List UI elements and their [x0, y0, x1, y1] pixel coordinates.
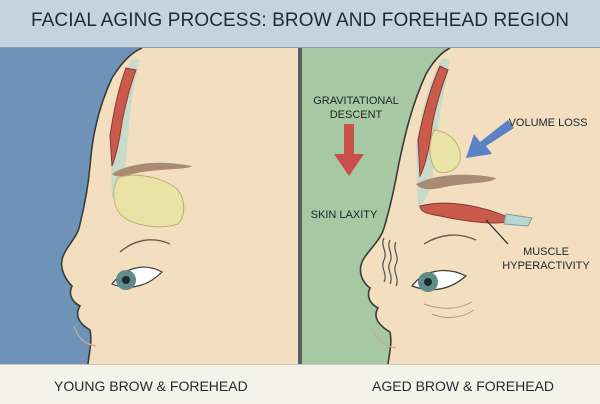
young-fat-pad	[113, 174, 185, 228]
muscle-pointer-line	[485, 219, 509, 245]
aged-nose-line	[371, 327, 397, 349]
skin-laxity-label: SKIN LAXITY	[310, 209, 378, 221]
aged-eyelid-crease	[423, 234, 477, 245]
aged-wrinkle-2	[431, 309, 475, 318]
panels	[0, 48, 600, 364]
aged-frontalis-muscle	[417, 65, 449, 178]
aged-muscle-hyperactivity	[419, 202, 516, 224]
young-caption: YOUNG BROW & FOREHEAD	[54, 378, 248, 394]
young-eyelid-crease	[119, 239, 171, 253]
aged-caption: AGED BROW & FOREHEAD	[372, 378, 555, 394]
caption-bar	[0, 364, 600, 404]
young-face-panel	[0, 48, 300, 364]
panel-divider	[298, 48, 302, 403]
aged-pupil	[424, 278, 432, 286]
aged-wrinkle-1	[423, 301, 473, 309]
aged-face-panel	[300, 48, 600, 364]
page-title: FACIAL AGING PROCESS: BROW AND FOREHEAD …	[30, 10, 570, 31]
aged-muscle-tendon	[503, 213, 533, 227]
wavy-lines-icon	[382, 237, 398, 287]
young-nose-line	[73, 325, 97, 347]
aged-fat-pad	[429, 129, 461, 173]
aged-eyebrow	[416, 174, 496, 190]
young-frontalis-muscle	[109, 67, 137, 167]
young-skin-outline	[60, 48, 143, 364]
muscle-hyperactivity-label: MUSCLE HYPERACTIVITY	[502, 246, 590, 272]
title-bar	[0, 0, 600, 48]
gravitational-descent-label: GRAVITATIONAL DESCENT	[313, 95, 399, 121]
down-arrow-icon	[334, 124, 364, 176]
young-eyebrow	[112, 162, 192, 177]
aged-skin-outline	[359, 48, 451, 364]
young-pupil	[122, 276, 130, 284]
young-subcutaneous-layer	[110, 58, 140, 198]
volume-loss-label: VOLUME LOSS	[508, 117, 588, 129]
diagonal-arrow-icon	[466, 120, 514, 158]
